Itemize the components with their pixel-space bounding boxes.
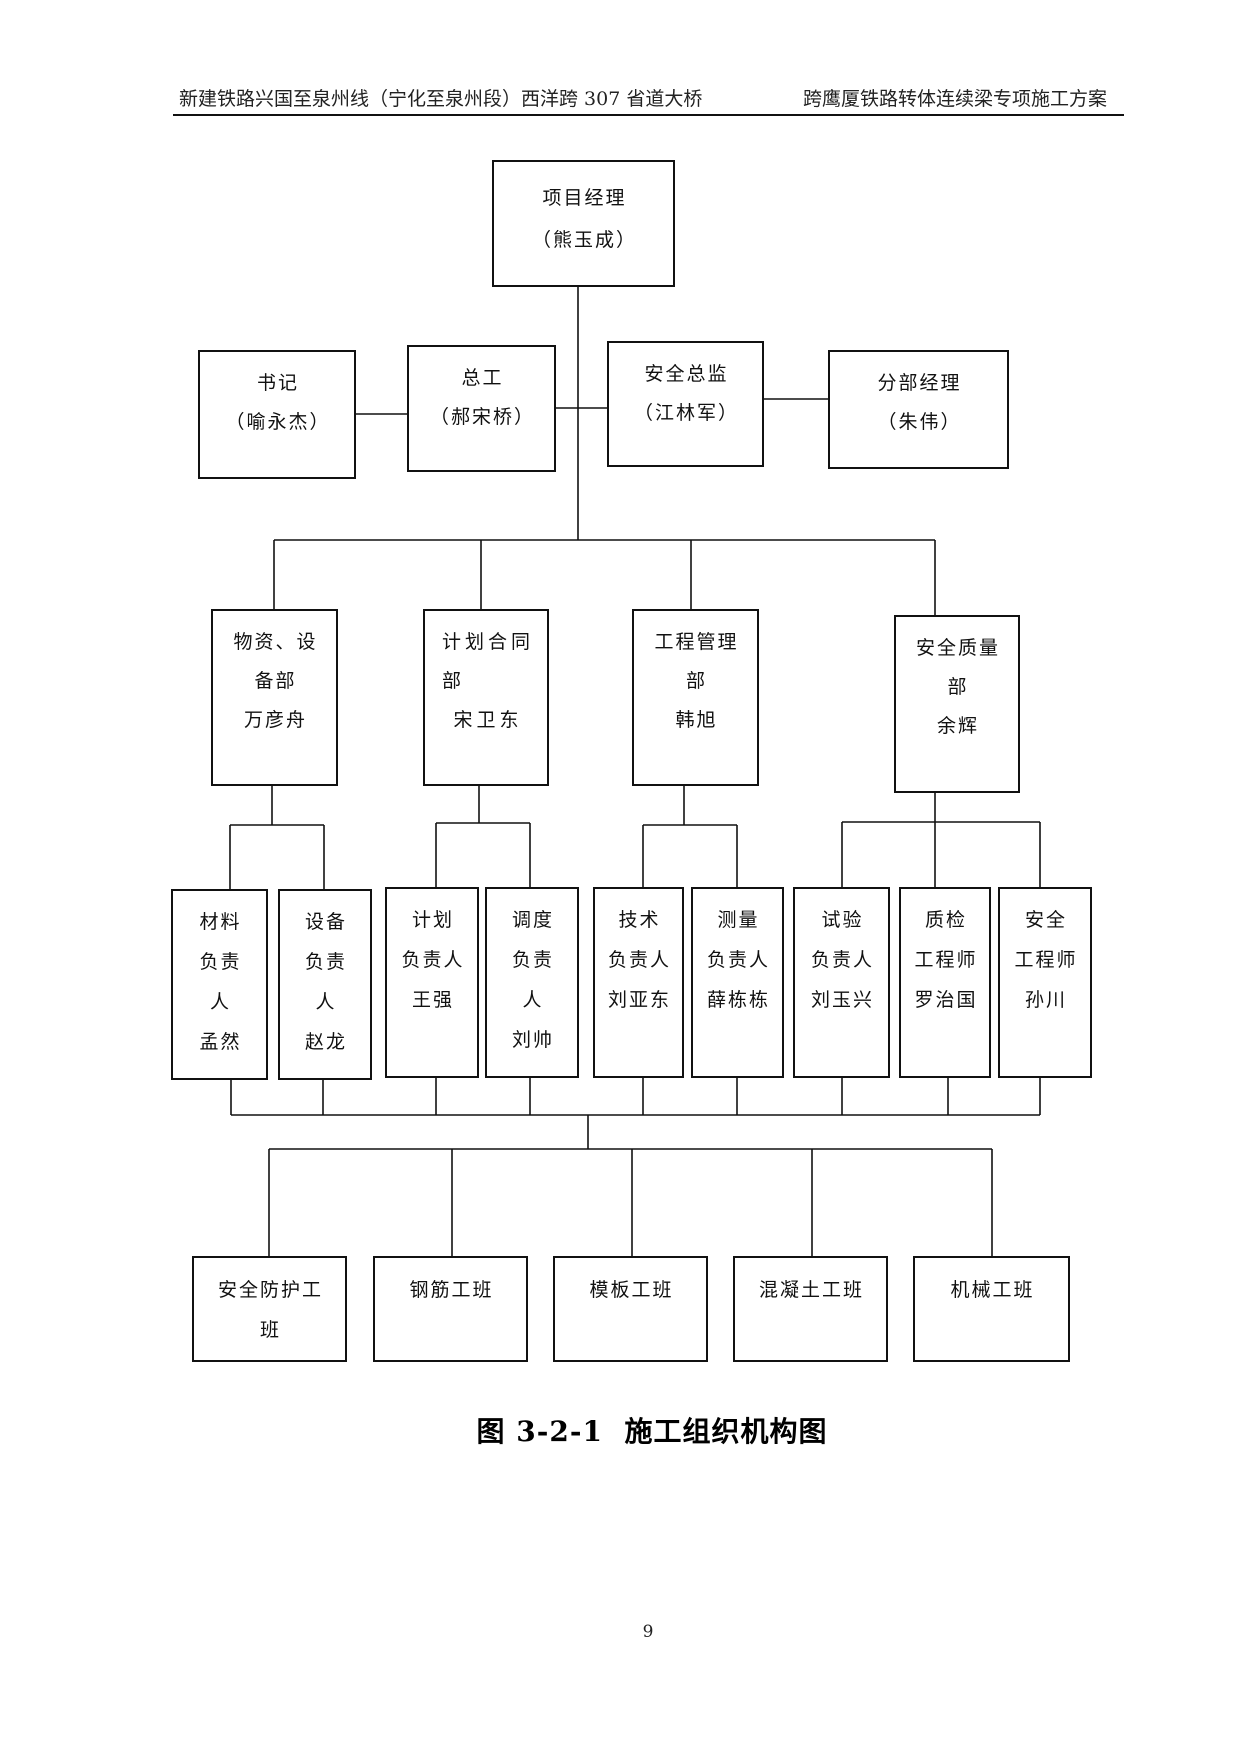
box-title-line: 测量 [717,909,760,931]
leader-box-secretary: 书记 （喻永杰） [198,350,356,479]
box-title-line: 项目经理 [542,187,627,209]
position-box-technical: 技术 负责人 刘亚东 [593,887,684,1078]
box-title-line: 安全总监 [644,363,729,385]
box-name-line: （熊玉成） [531,229,637,251]
box-name-line: 韩旭 [675,709,718,731]
box-name-line: （江林军） [633,402,739,424]
box-name-line: 孟然 [199,1031,242,1053]
box-name-line: 赵龙 [304,1031,347,1053]
box-title-line: 人 [209,991,231,1013]
box-title-line: 工程师 [914,949,978,971]
header-rule [173,114,1124,116]
box-title-line: 部 [442,670,466,692]
dept-box-engineering-management: 工程管理 部 韩旭 [632,609,759,786]
box-title-line: 负责 [511,949,554,971]
team-box-concrete: 混凝土工班 [733,1256,888,1362]
box-title-line: 分部经理 [877,372,962,394]
position-box-quality-inspection: 质检 工程师 罗治国 [899,887,991,1078]
position-box-testing: 试验 负责人 刘玉兴 [793,887,890,1078]
box-title-line: 负责人 [607,949,671,971]
box-name-line: 王强 [411,989,454,1011]
box-title-line: 书记 [256,372,299,394]
box-title-line: 班 [259,1319,281,1341]
box-title-line: 机械工班 [950,1279,1035,1301]
box-title-line: 负责人 [706,949,770,971]
box-title-line: 质检 [924,909,967,931]
box-title-line: 工程师 [1014,949,1078,971]
box-title-line: 安全 [1024,909,1067,931]
team-box-rebar: 钢筋工班 [373,1256,528,1362]
header-project-title: 新建铁路兴国至泉州线（宁化至泉州段）西洋跨 307 省道大桥 [179,88,703,110]
box-title-line: 调度 [511,909,554,931]
box-title-line: 总工 [461,367,504,389]
box-title-line: 人 [522,989,544,1011]
box-name-line: 孙川 [1024,989,1067,1011]
box-title-line: 模板工班 [589,1279,674,1301]
position-box-planning: 计划 负责人 王强 [385,887,479,1078]
position-box-safety-engineer: 安全 工程师 孙川 [998,887,1092,1078]
box-name-line: 万彦舟 [243,709,307,731]
box-title-line: 试验 [821,909,864,931]
leader-box-chief-engineer: 总工 （郝宋桥） [407,345,556,472]
team-box-machinery: 机械工班 [913,1256,1070,1362]
box-title-line: 钢筋工班 [409,1279,494,1301]
box-title-line: 混凝土工班 [758,1279,864,1301]
box-name-line: （朱伟） [877,411,962,433]
box-title-line: 物资、设 [233,631,318,653]
box-title-line: 负责 [304,951,347,973]
team-box-safety-protection: 安全防护工 班 [192,1256,347,1362]
project-manager-box: 项目经理 （熊玉成） [492,160,675,287]
box-name-line: 罗治国 [914,989,978,1011]
box-title-line: 安全质量 [915,637,1000,659]
box-name-line: 余辉 [936,715,979,737]
position-box-dispatch: 调度 负责 人 刘帅 [485,887,579,1078]
box-title-line: 负责人 [810,949,874,971]
page-number: 9 [642,1622,654,1642]
leader-box-safety-director: 安全总监 （江林军） [607,341,764,467]
box-title-line: 部 [685,670,707,692]
figure-caption: 图 3-2-1 施工组织机构图 [476,1415,828,1448]
box-title-line: 计划 [411,909,454,931]
box-title-line: 工程管理 [654,631,739,653]
box-title-line: 负责人 [401,949,465,971]
box-title-line: 技术 [618,909,661,931]
position-box-survey: 测量 负责人 薛栋栋 [691,887,784,1078]
box-title-line: 部 [947,676,969,698]
leader-box-branch-manager: 分部经理 （朱伟） [828,350,1009,469]
box-title-line: 安全防护工 [217,1279,323,1301]
dept-box-planning-contract: 计划合同 部 宋卫东 [423,609,549,786]
box-title-line: 人 [315,991,337,1013]
dept-box-safety-quality: 安全质量 部 余辉 [894,615,1020,793]
header-document-title: 跨鹰厦铁路转体连续梁专项施工方案 [802,88,1107,110]
box-name-line: 刘帅 [511,1029,554,1051]
box-name-line: 刘亚东 [607,989,671,1011]
box-title-line: 材料 [199,911,242,933]
box-title-line: 计划合同 [441,631,534,653]
box-name-line: 宋卫东 [453,709,523,731]
team-box-formwork: 模板工班 [553,1256,708,1362]
box-name-line: 薛栋栋 [706,989,770,1011]
dept-box-materials-equipment: 物资、设 备部 万彦舟 [211,609,338,786]
box-title-line: 设备 [304,911,347,933]
box-title-line: 备部 [254,670,297,692]
position-box-materials: 材料 负责 人 孟然 [171,889,268,1080]
box-name-line: （郝宋桥） [429,406,535,428]
box-name-line: 刘玉兴 [810,989,874,1011]
position-box-equipment: 设备 负责 人 赵龙 [278,889,372,1080]
box-name-line: （喻永杰） [225,411,331,433]
box-title-line: 负责 [199,951,242,973]
